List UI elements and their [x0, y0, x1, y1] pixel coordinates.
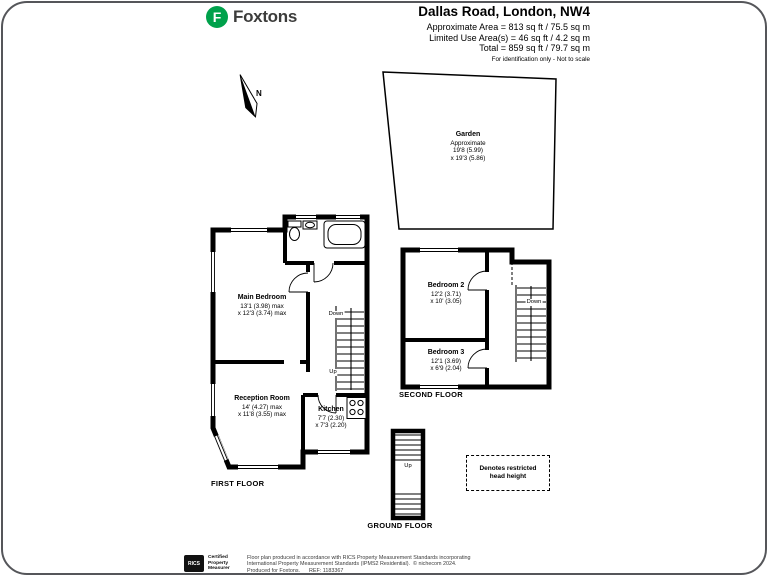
- first-floor-title: FIRST FLOOR: [211, 479, 265, 488]
- second-floor-windows: [420, 247, 458, 390]
- stairs-up-label-first-floor: Up: [328, 369, 338, 376]
- rics-logo: RICS: [184, 555, 204, 572]
- second-floor-inner-walls: [403, 250, 489, 387]
- garden-outline: [382, 71, 557, 230]
- second-floor-stairs: [515, 285, 546, 362]
- foxtons-logo-icon: F: [206, 6, 228, 28]
- compass-icon: [239, 74, 258, 118]
- footer-disclaimer: Floor plan produced in accordance with R…: [247, 555, 471, 574]
- property-address: Dallas Road, London, NW4: [418, 4, 590, 19]
- identification-disclaimer: For identification only - Not to scale: [491, 55, 590, 63]
- restricted-head-height-legend: Denotes restricted head height: [466, 455, 550, 491]
- first-floor-plan: [210, 214, 370, 470]
- stairs-down-label-second-floor: Down: [525, 299, 543, 306]
- room-label-main-bedroom: Main Bedroom 13'1 (3.98) max x 12'3 (3.7…: [237, 294, 287, 317]
- room-label-bedroom-3: Bedroom 3 12'1 (3.69) x 6'9 (2.04): [427, 349, 465, 372]
- first-floor-windows: [210, 214, 360, 470]
- room-label-reception-room: Reception Room 14' (4.27) max x 11'8 (3.…: [234, 395, 290, 418]
- ground-floor-title: GROUND FLOOR: [367, 521, 433, 530]
- total-area: Total = 859 sq ft / 79.7 sq m: [479, 43, 590, 53]
- room-label-bedroom-2: Bedroom 2 12'2 (3.71) x 10' (3.05): [427, 282, 465, 305]
- second-floor-title: SECOND FLOOR: [399, 390, 464, 399]
- first-floor-inner-walls: [213, 230, 367, 452]
- stairs-down-label-first-floor: Down: [327, 311, 345, 318]
- room-label-kitchen: Kitchen 7'7 (2.30) x 7'3 (2.20): [315, 406, 347, 429]
- first-floor-outer-walls: [210, 214, 370, 470]
- brand-name: Foxtons: [233, 7, 298, 26]
- foxtons-logo-letter: F: [213, 9, 222, 25]
- compass-north-label: N: [256, 89, 262, 98]
- ground-floor-plan: [390, 428, 426, 521]
- ground-floor-stairs: [395, 434, 421, 515]
- second-floor-outer-walls: [400, 247, 552, 390]
- first-floor-stairs: [335, 306, 364, 391]
- kitchen-unit-icon: [346, 397, 367, 419]
- limited-use-area: Limited Use Area(s) = 46 sq ft / 4.2 sq …: [429, 32, 590, 43]
- first-floor-doors: [288, 262, 337, 414]
- second-floor-doors: [467, 270, 488, 369]
- stairs-up-label-ground-floor: Up: [403, 463, 413, 470]
- second-floor-plan: [400, 247, 552, 390]
- bathroom-fixtures-icon: [287, 220, 366, 249]
- garden-label: Garden Approximate 19'8 (5.99) x 19'3 (5…: [450, 131, 486, 162]
- ground-floor-outer-walls: [390, 428, 426, 521]
- garden-name: Garden: [455, 131, 481, 138]
- certified-property-measurer: Certified Property Measurer: [208, 555, 230, 572]
- title-block: Dallas Road, London, NW4 Approximate Are…: [418, 4, 590, 63]
- approximate-area: Approximate Area = 813 sq ft / 75.5 sq m: [426, 22, 590, 32]
